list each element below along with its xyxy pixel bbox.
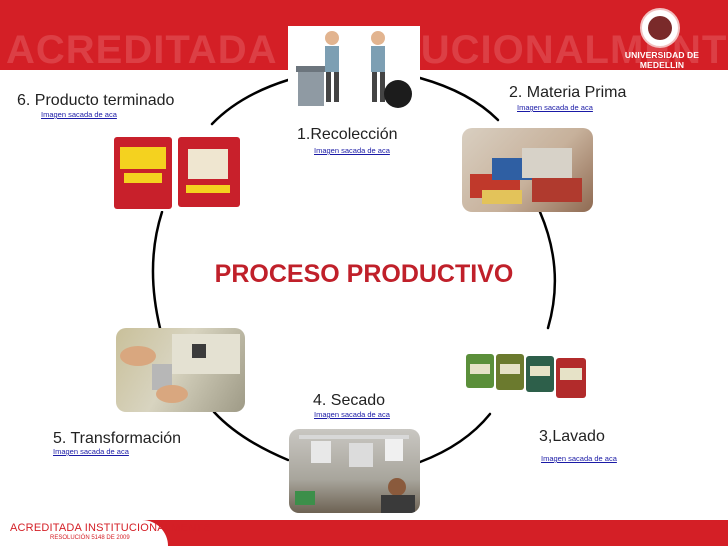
step-1-source-link[interactable]: Imagen sacada de aca: [314, 146, 390, 155]
university-logo: UNIVERSIDAD DE MEDELLIN: [600, 4, 724, 70]
step-4-label: 4. Secado: [313, 392, 386, 409]
university-logo-text: UNIVERSIDAD DE MEDELLIN: [624, 50, 700, 70]
hands-machine-image: [116, 328, 245, 412]
step-2-source-link[interactable]: Imagen sacada de aca: [517, 103, 593, 112]
step-4-source-link[interactable]: Imagen sacada de aca: [314, 410, 390, 419]
arc-materia-lavado: [538, 210, 557, 330]
plastic-bags-pile-image: [462, 128, 593, 212]
arc-producto-transformacion: [151, 210, 164, 330]
arc-lavado-secado: [418, 412, 492, 464]
step-6-source-link[interactable]: Imagen sacada de aca: [41, 110, 117, 119]
detergent-containers-image: [462, 346, 590, 402]
footer-accreditation: ACREDITADA INSTITUCIONALMENTE: [10, 522, 211, 534]
diagram-title: PROCESO PRODUCTIVO: [214, 260, 514, 288]
step-2-label: 2. Materia Prima: [509, 84, 627, 101]
snack-bags-product-image: [112, 133, 243, 211]
arc-recoleccion-materia: [418, 76, 500, 122]
step-1-label: 1.Recolección: [297, 126, 398, 143]
footer-resolution: RESOLUCIÓN 5148 DE 2009: [50, 535, 130, 541]
step-6-label: 6. Producto terminado: [17, 92, 175, 109]
footer-white-tab: [0, 520, 168, 546]
university-shield-icon: [640, 8, 680, 48]
drying-bags-image: [289, 429, 420, 513]
arc-transformacion-secado: [212, 410, 290, 462]
step-5-source-link[interactable]: Imagen sacada de aca: [53, 447, 129, 456]
recycling-workers-image: [288, 26, 420, 112]
step-3-source-link[interactable]: Imagen sacada de aca: [541, 454, 617, 463]
step-5-label: 5. Transformación: [53, 430, 182, 447]
arc-producto-recoleccion: [210, 78, 290, 126]
step-3-label: 3,Lavado: [539, 428, 605, 445]
